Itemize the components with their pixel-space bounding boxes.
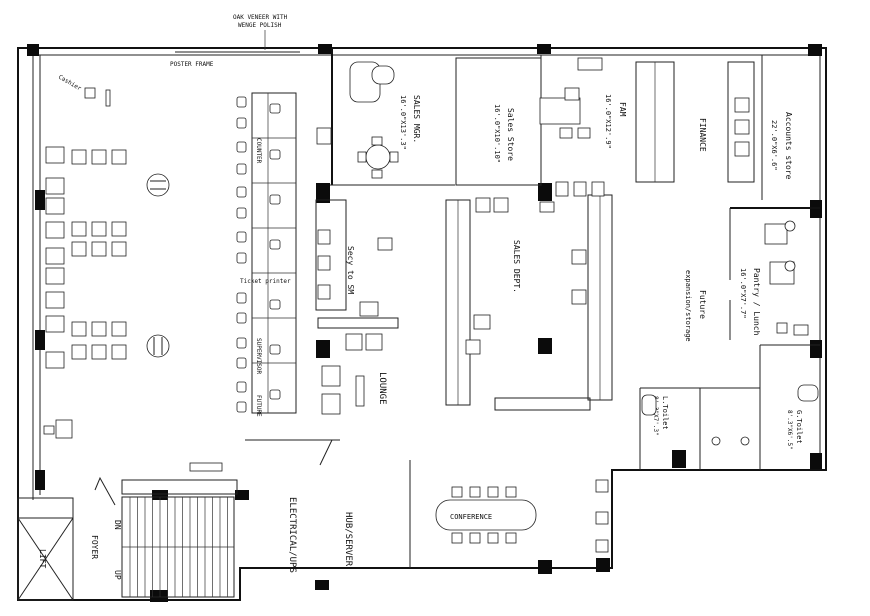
g-toilet-label-2: 8'.3"X6'.5" xyxy=(786,410,793,450)
fam-label-1: FAM xyxy=(618,102,627,117)
secy-and-sales: Secy to SM SALES DEPT. xyxy=(315,181,613,411)
future-counter-label: FUTURE xyxy=(255,395,262,417)
lounge: LOUNGE xyxy=(245,365,387,466)
stair-treads xyxy=(129,497,228,597)
outer-walls xyxy=(17,47,827,601)
accounts-store-label-1: Accounts store xyxy=(784,112,793,180)
ticket-printer-label: Ticket printer xyxy=(240,278,291,285)
supervisor-label: SUPERVISOR xyxy=(255,338,262,375)
waiting-area: Cashier xyxy=(43,74,223,472)
counter-label: COUNTER xyxy=(255,138,262,164)
pantry-label-2: 16'.0"X7'.7" xyxy=(739,268,747,319)
foyer-label: FOYER xyxy=(90,535,99,559)
l-toilet-label-2: 8'.3"X7'.3" xyxy=(652,396,659,436)
cashier-label: Cashier xyxy=(57,74,83,93)
conference-label: CONFERENCE xyxy=(450,513,492,521)
sales-dept-label: SALES DEPT. xyxy=(512,240,521,293)
finance-area: FINANCE Accounts store 22'.0"X6'.6" xyxy=(635,55,793,200)
poster-frame-label: POSTER FRAME xyxy=(170,61,214,68)
fam-label-2: 16'.0"X12'.9" xyxy=(604,94,612,149)
sales-mgr-label-1: SALES MGR. xyxy=(412,95,421,143)
sales-store: Sales Store 16'.0"X10'.10" xyxy=(455,57,542,186)
service-rooms: ELECTRICAL/UPS HUB/SERVER CONFERENCE xyxy=(287,460,609,573)
lounge-label: LOUNGE xyxy=(377,372,387,405)
up-label: UP xyxy=(113,570,122,580)
electrical-ups-label: ELECTRICAL/UPS xyxy=(287,497,297,573)
accounts-store-label-2: 22'.0"X6'.6" xyxy=(770,120,778,171)
finance-label: FINANCE xyxy=(698,118,707,152)
oak-veneer-label-2: WENGE POLISH xyxy=(238,22,282,29)
oak-veneer-label-1: OAK VENEER WITH xyxy=(233,14,288,21)
future-expansion-label-2: expansion/storage xyxy=(684,270,692,342)
sales-mgr-label-2: 16'.0"X13'.3" xyxy=(399,95,407,150)
sales-store-label-2: 16'.0"X10'.10" xyxy=(493,104,501,163)
secy-sm-label: Secy to SM xyxy=(346,246,355,294)
lift-label: LIFT xyxy=(38,549,47,568)
conference-chairs xyxy=(451,486,517,544)
chair-grid-top xyxy=(45,146,127,369)
fam-cabin: FAM 16'.0"X12'.9" xyxy=(539,55,627,185)
dn-label: DN xyxy=(113,520,122,530)
structural-columns xyxy=(27,44,822,602)
l-toilet-label-1: L.Toilet xyxy=(661,396,669,430)
counter-row: COUNTER SUPERVISOR FUTURE Ticket printer xyxy=(236,92,297,417)
pantry-label-1: Pantry / Lunch xyxy=(752,268,761,336)
counter-chairs xyxy=(236,96,281,413)
g-toilet-label-1: G.Toilet xyxy=(795,410,803,444)
sales-store-label-1: Sales Store xyxy=(506,108,515,161)
hub-server-label: HUB/SERVER xyxy=(343,512,353,567)
stair-core: LIFT FOYER DN UP xyxy=(17,476,238,601)
east-rooms: Future expansion/storage Pantry / Lunch … xyxy=(639,207,820,470)
sales-mgr-cabin: SALES MGR. 16'.0"X13'.3" xyxy=(316,48,455,186)
future-expansion-label-1: Future xyxy=(698,290,707,319)
